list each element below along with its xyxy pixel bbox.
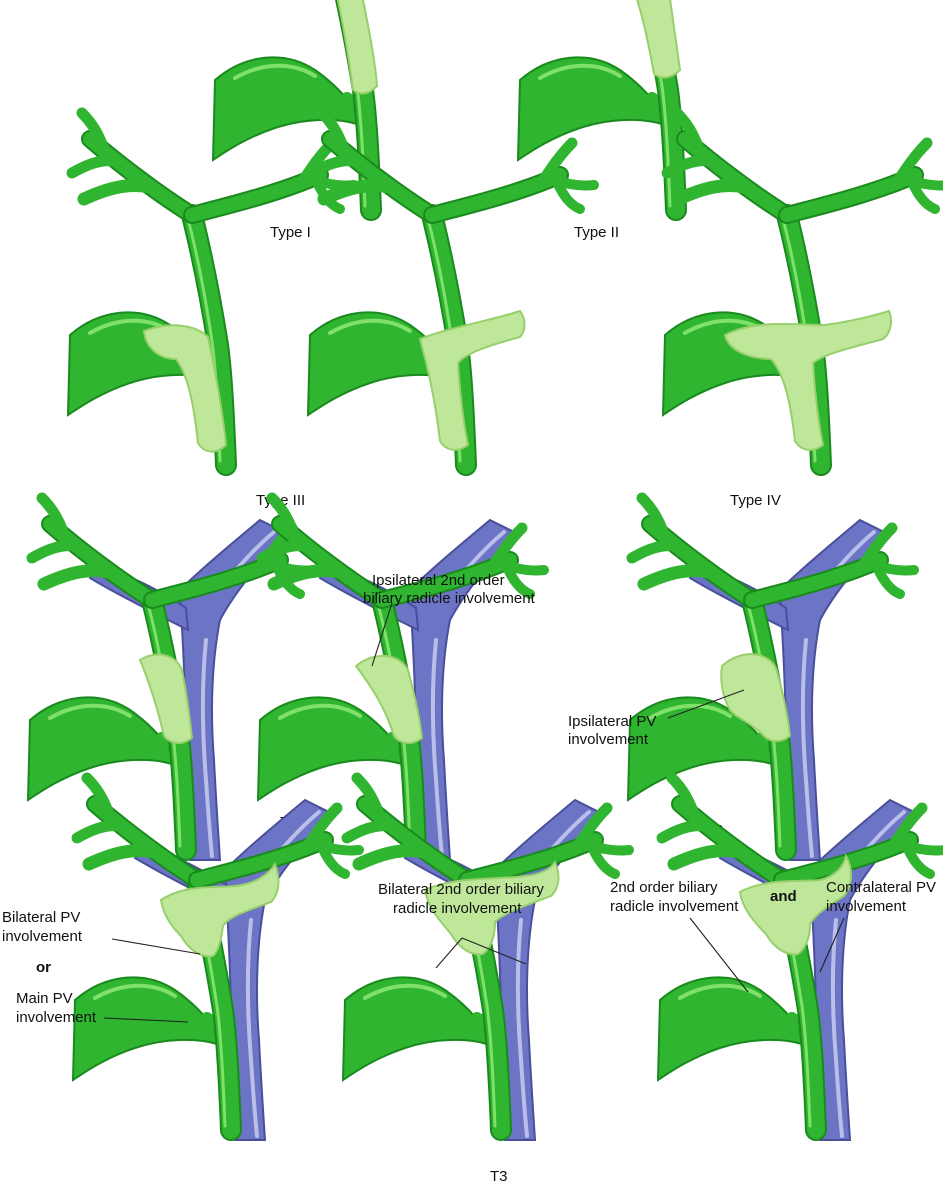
- leader-ipsi-pv: [667, 689, 745, 719]
- leader-bilat-pv: [111, 938, 201, 955]
- label-main-pv-line1: Main PV: [16, 990, 73, 1007]
- type-1-diagram: [213, 0, 499, 210]
- label-bilat-pv-line1: Bilateral PV: [2, 909, 80, 926]
- label-ipsi-2nd-line1: Ipsilateral 2nd order: [372, 572, 505, 589]
- label-2nd-order-line2: radicle involvement: [610, 898, 739, 915]
- label-or: or: [36, 959, 51, 976]
- label-ipsi-pv-line2: involvement: [568, 731, 649, 748]
- leader-2nd-order: [689, 917, 749, 993]
- label-contra-pv-line2: involvement: [826, 898, 907, 915]
- label-bilat-2nd-line2: radicle involvement: [393, 900, 522, 917]
- label-ipsi-2nd-line2: biliary radicle involvement: [363, 590, 536, 607]
- type-3b-diagram: [308, 113, 594, 465]
- label-type-2: Type II: [574, 224, 619, 241]
- label-type-1: Type I: [270, 224, 311, 241]
- t3a-diagram: [73, 778, 359, 1142]
- leader-ipsi-2nd: [371, 602, 393, 667]
- t1a-diagram: [28, 498, 314, 862]
- t3c-diagram: [658, 778, 943, 1142]
- label-bilat-2nd-line1: Bilateral 2nd order biliary: [378, 881, 544, 898]
- label-main-pv-line2: involvement: [16, 1009, 97, 1026]
- t2-diagram: [628, 498, 914, 862]
- leader-bilat-2nd-right: [461, 937, 527, 965]
- t1b-diagram: [258, 498, 544, 862]
- label-type-4: Type IV: [730, 492, 781, 509]
- leader-main-pv: [103, 1017, 189, 1023]
- label-contra-pv-line1: Contralateral PV: [826, 879, 936, 896]
- label-ipsi-pv-line1: Ipsilateral PV: [568, 713, 656, 730]
- t3b-diagram: [343, 778, 629, 1142]
- type-3a-diagram: [68, 113, 354, 465]
- label-2nd-order-line1: 2nd order biliary: [610, 879, 718, 896]
- type-4-diagram: [663, 113, 943, 465]
- label-bilat-pv-line2: involvement: [2, 928, 83, 945]
- leader-contra-pv: [819, 917, 845, 973]
- label-and: and: [770, 888, 797, 905]
- leader-bilat-2nd-left: [435, 937, 463, 969]
- label-t3: T3: [490, 1168, 508, 1185]
